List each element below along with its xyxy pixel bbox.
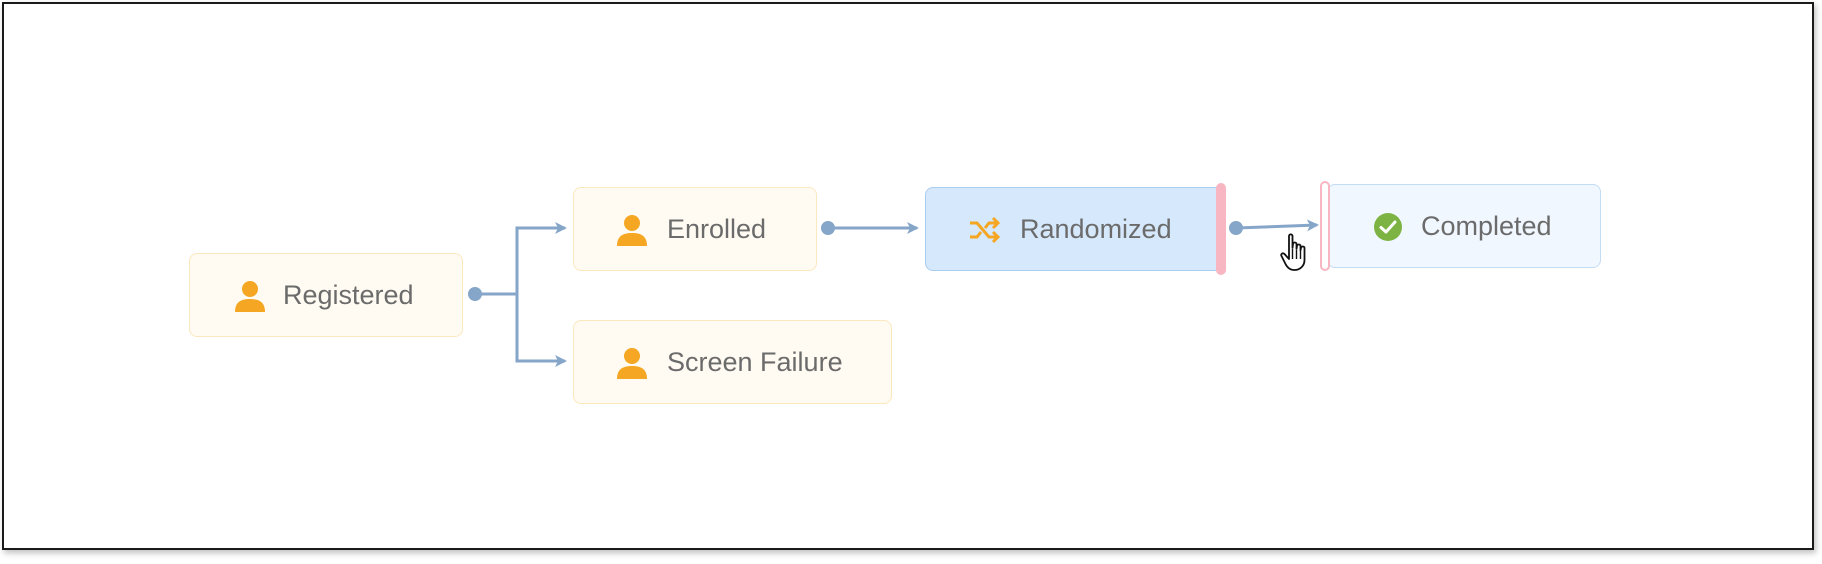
- node-registered[interactable]: Registered: [189, 253, 463, 337]
- hand-cursor-icon: [1280, 233, 1306, 271]
- node-screen-failure[interactable]: Screen Failure: [573, 320, 892, 404]
- output-port-randomized[interactable]: [1229, 221, 1243, 235]
- node-label: Registered: [283, 280, 414, 310]
- edge-registered-enrolled[interactable]: [475, 222, 567, 296]
- input-handle-completed[interactable]: [1320, 181, 1330, 271]
- output-port-enrolled[interactable]: [821, 221, 835, 235]
- edge-registered-screen-failure[interactable]: [515, 294, 567, 367]
- node-randomized[interactable]: Randomized: [925, 187, 1223, 271]
- check-circle-icon: [1370, 209, 1406, 245]
- person-icon: [614, 345, 650, 381]
- shuffle-icon: [966, 212, 1002, 248]
- person-icon: [232, 278, 268, 314]
- node-label: Enrolled: [667, 214, 767, 244]
- node-completed[interactable]: Completed: [1327, 184, 1601, 268]
- output-port-registered[interactable]: [468, 287, 482, 301]
- node-label: Randomized: [1020, 214, 1172, 244]
- resize-handle-randomized[interactable]: [1216, 183, 1226, 275]
- person-icon: [614, 212, 650, 248]
- node-label: Completed: [1421, 211, 1552, 241]
- node-enrolled[interactable]: Enrolled: [573, 187, 817, 271]
- edge-randomized-completed[interactable]: [1235, 219, 1319, 232]
- node-label: Screen Failure: [667, 347, 843, 377]
